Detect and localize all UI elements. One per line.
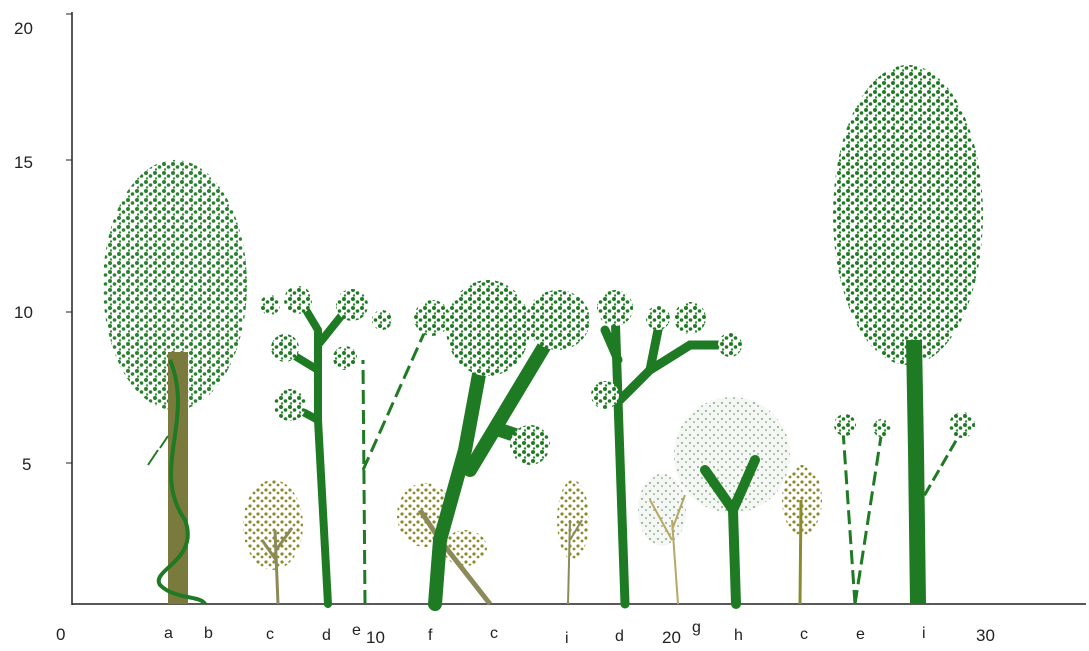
label-i-2: i bbox=[922, 625, 926, 642]
y-tick-10: 10 bbox=[14, 303, 33, 322]
label-d: d bbox=[322, 627, 331, 644]
label-f: f bbox=[428, 627, 433, 644]
x-tick-10: 10 bbox=[366, 628, 385, 647]
label-a: a bbox=[164, 625, 173, 642]
tree-i-2 bbox=[833, 65, 983, 604]
tree-a bbox=[103, 160, 247, 604]
label-c-2: c bbox=[490, 625, 498, 642]
tree-c-1 bbox=[243, 480, 303, 604]
x-tick-20: 20 bbox=[662, 628, 681, 647]
label-d-2: d bbox=[615, 628, 624, 645]
label-h: h bbox=[734, 627, 743, 644]
y-tick-5: 5 bbox=[22, 455, 31, 474]
tree-e-2 bbox=[834, 414, 891, 604]
x-tick-0: 0 bbox=[56, 625, 65, 644]
tree-i-1 bbox=[557, 480, 589, 604]
x-tick-30: 30 bbox=[976, 626, 995, 645]
label-i: i bbox=[565, 630, 569, 647]
label-e: e bbox=[352, 622, 361, 639]
y-tick-20: 20 bbox=[14, 19, 33, 38]
label-b: b bbox=[204, 625, 213, 642]
y-tick-15: 15 bbox=[14, 153, 33, 172]
label-g: g bbox=[692, 619, 701, 636]
tree-c-3 bbox=[782, 465, 822, 604]
label-c-3: c bbox=[800, 626, 808, 643]
label-c: c bbox=[266, 626, 274, 643]
tree-h bbox=[674, 397, 790, 604]
label-e-2: e bbox=[856, 626, 865, 643]
y-axis: 5 10 15 20 bbox=[14, 12, 72, 605]
tree-g bbox=[638, 474, 686, 604]
tree-labels: a b c d e f c i d g h c e i bbox=[164, 619, 926, 647]
